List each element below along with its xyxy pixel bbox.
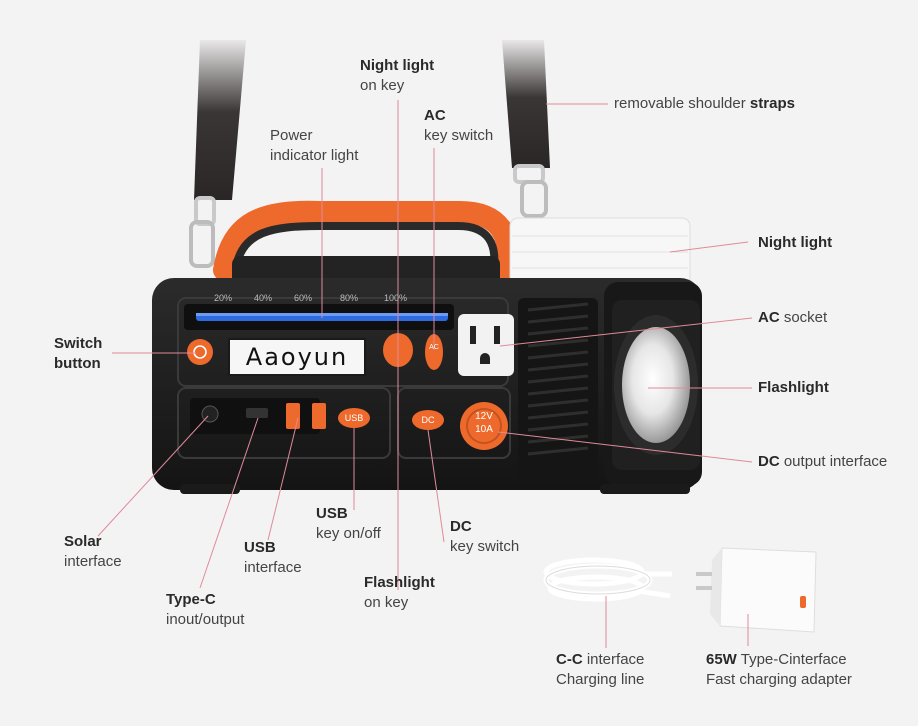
brand-display: Aaoyun [228,338,366,376]
scale-mark-20: 20% [214,293,233,303]
power-indicator-bar [184,304,454,330]
label-night-light: Night light [758,234,833,251]
scale-mark-40: 40% [254,293,273,303]
scale-mark-100: 100% [384,293,408,303]
shoulder-strap-right [502,40,550,218]
charging-adapter-illustration [696,547,817,633]
ac-socket-shape [458,314,514,376]
switch-button-shape [187,339,213,365]
handle [213,200,520,281]
ac-key[interactable]: AC [429,344,439,351]
label-straps: removable shoulder straps [614,95,795,112]
scale-mark-80: 80% [340,293,359,303]
night-light-lantern [509,217,691,289]
label-flashlight: Flashlight [758,379,829,396]
dc-socket-label-top: 12V [475,411,493,422]
shoulder-strap-left [189,40,246,268]
flashlight-head [612,300,700,470]
vent-panel [518,298,598,478]
label-dc-output: DC output interface [758,453,888,470]
dc-key[interactable]: DC [421,415,435,425]
dc-socket-label-bottom: 10A [475,424,493,435]
label-ac-socket: AC socket [758,309,828,326]
usb-key[interactable]: USB [344,413,364,423]
leader-lines [97,100,753,648]
scale-mark-60: 60% [294,293,313,303]
